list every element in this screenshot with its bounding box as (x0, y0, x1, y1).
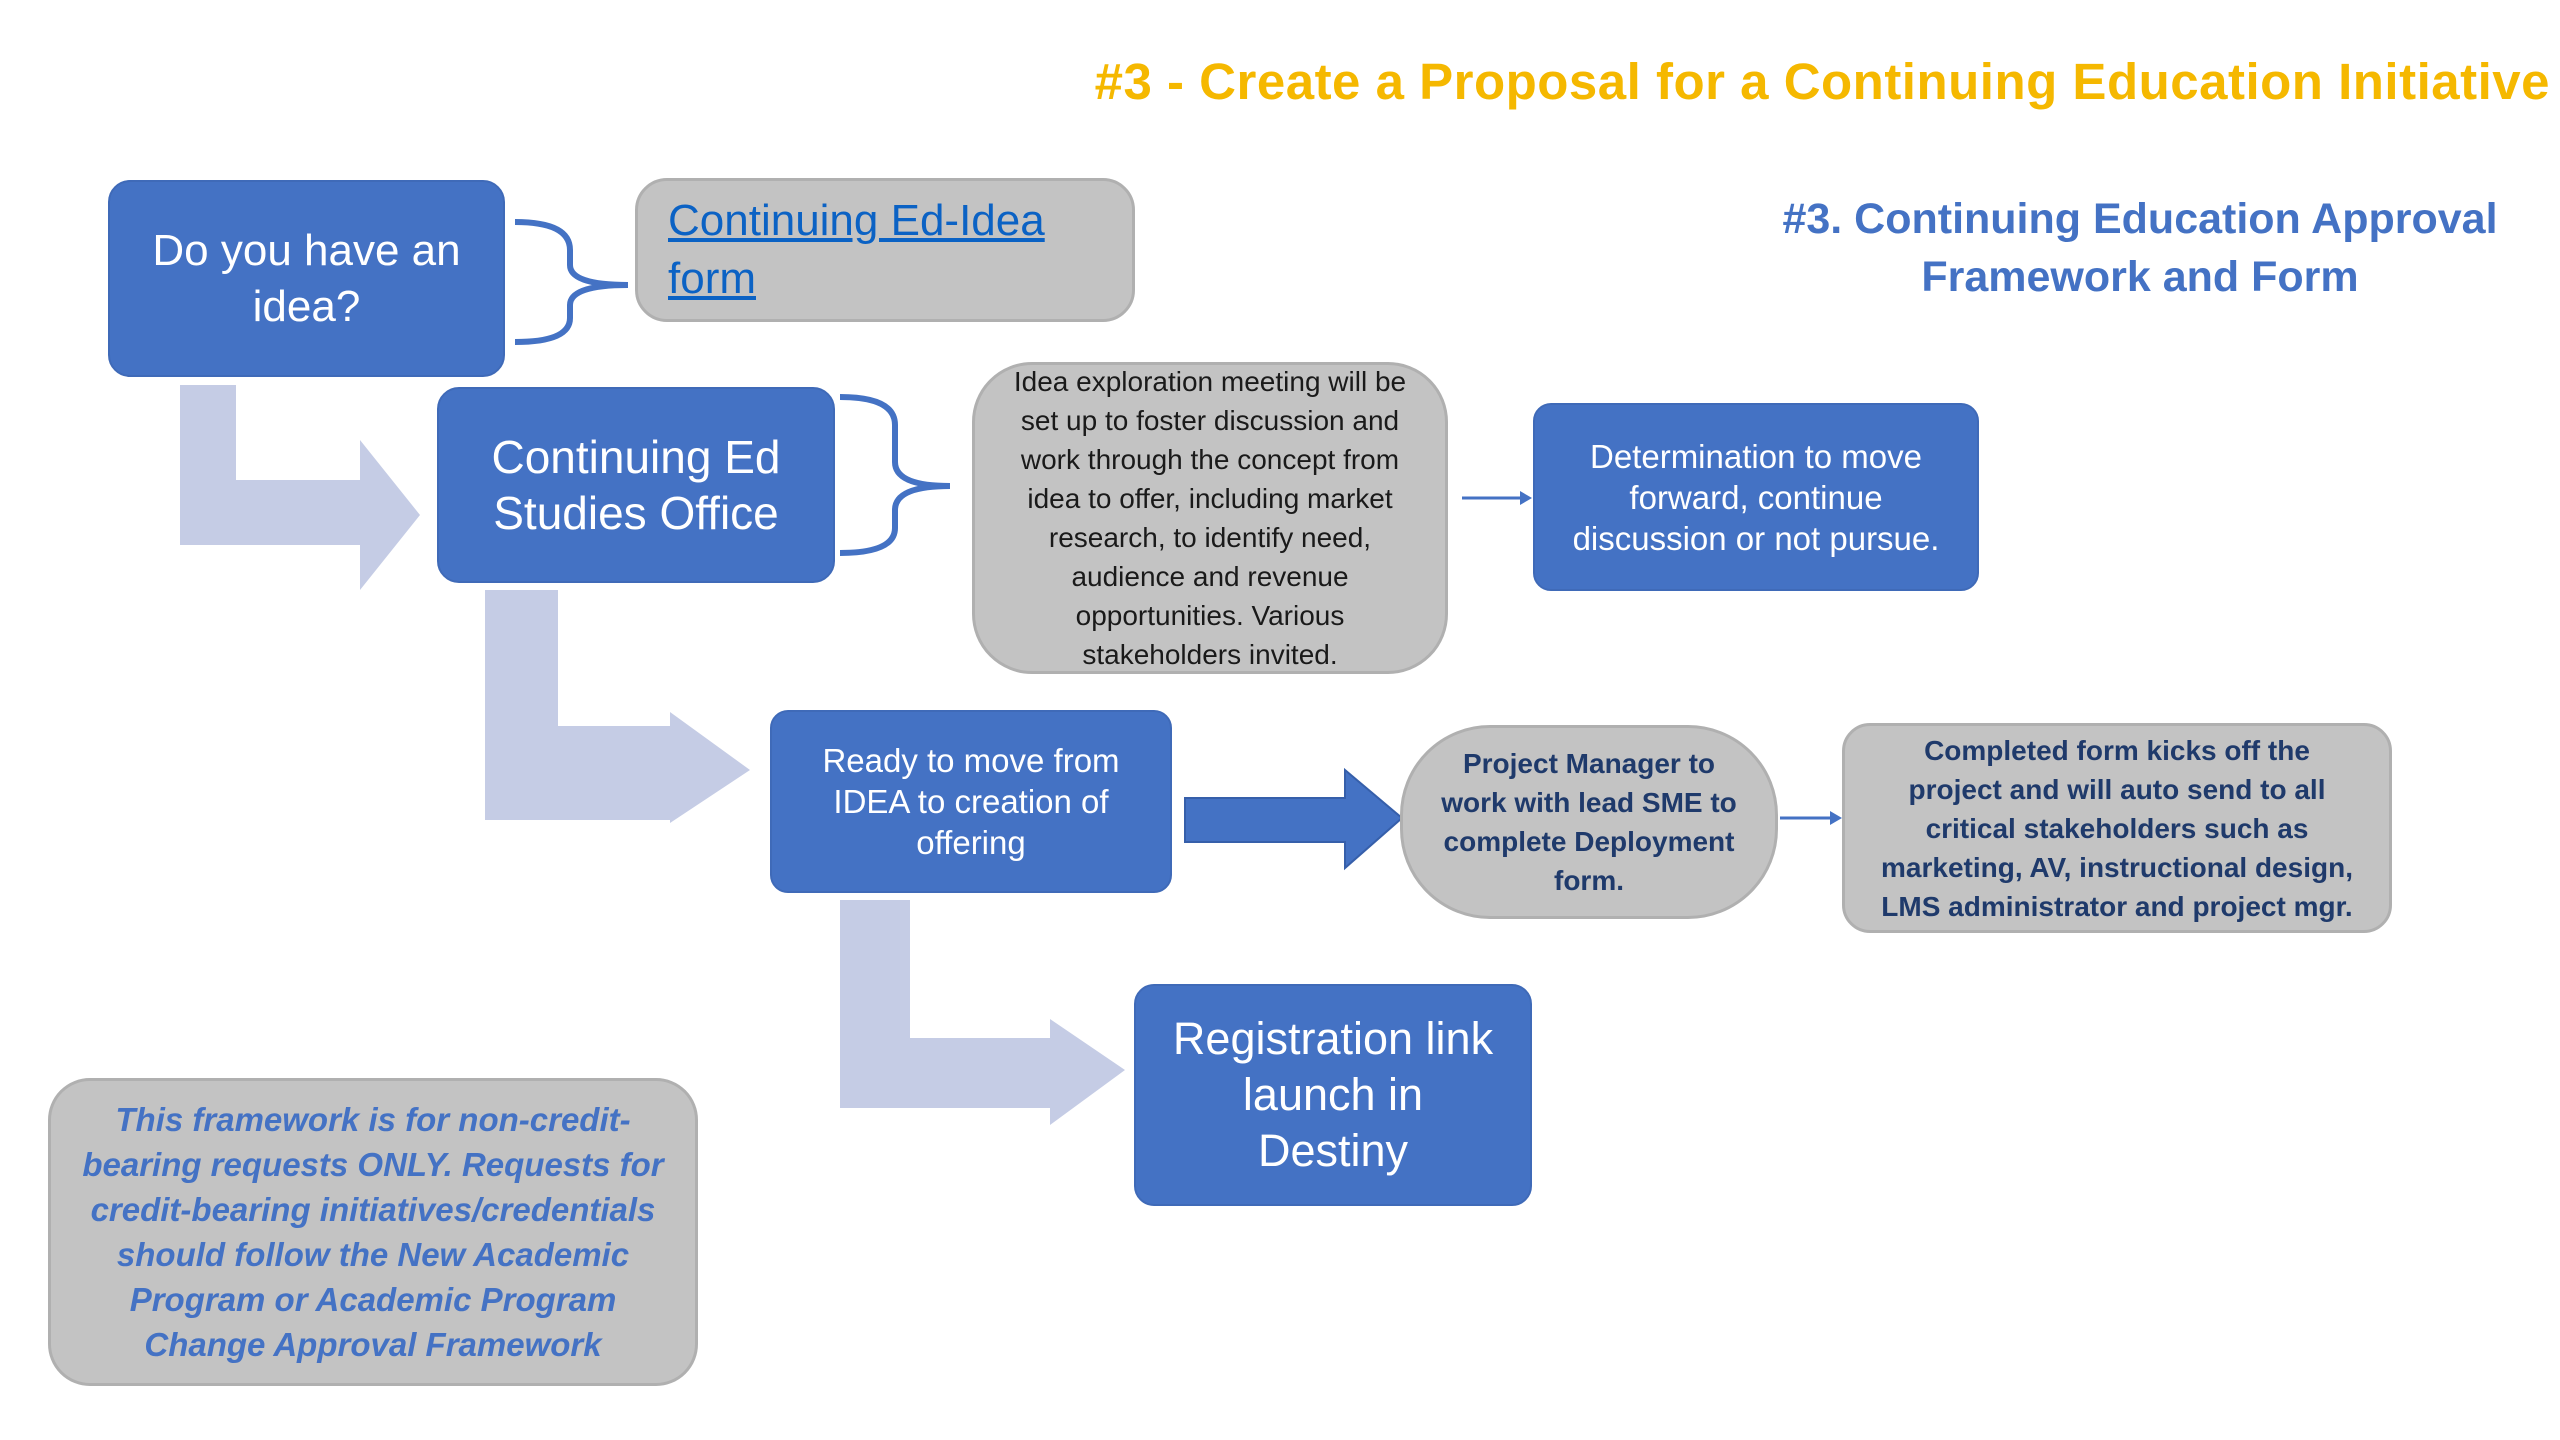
bent-arrow-ready-to-registration (840, 900, 1125, 1125)
arrow-ready-to-project-manager (1184, 767, 1404, 871)
registration-box: Registration link launch in Destiny (1134, 984, 1532, 1206)
note-text: This framework is for non-credit-bearing… (82, 1101, 664, 1363)
brace-office (839, 394, 951, 556)
ready-text: Ready to move from IDEA to creation of o… (822, 742, 1120, 861)
arrowhead-small-2 (1830, 811, 1842, 825)
note-box: This framework is for non-credit-bearing… (48, 1078, 698, 1386)
page-title: #3 - Create a Proposal for a Continuing … (1094, 53, 2550, 110)
project-manager-box: Project Manager to work with lead SME to… (1400, 725, 1778, 919)
bent-arrow-office-to-ready (485, 590, 750, 823)
determination-text: Determination to move forward, continue … (1572, 437, 1940, 557)
studies-office-label: Continuing Ed Studies Office (491, 431, 781, 539)
idea-label: Do you have an idea? (152, 225, 461, 331)
completed-form-box: Completed form kicks off the project and… (1842, 723, 2392, 933)
exploration-box: Idea exploration meeting will be set up … (972, 362, 1448, 674)
registration-text: Registration link launch in Destiny (1172, 1013, 1494, 1176)
idea-box: Do you have an idea? (108, 180, 505, 377)
idea-form-link[interactable]: Continuing Ed-Idea form (668, 196, 1045, 303)
ready-box: Ready to move from IDEA to creation of o… (770, 710, 1172, 893)
page-subtitle: #3. Continuing Education Approval Framew… (1782, 195, 2498, 301)
bent-arrow-idea-to-office (180, 385, 420, 590)
studies-office-box: Continuing Ed Studies Office (437, 387, 835, 583)
exploration-text: Idea exploration meeting will be set up … (1013, 366, 1407, 670)
project-manager-text: Project Manager to work with lead SME to… (1441, 748, 1737, 896)
brace-idea (514, 219, 629, 345)
determination-box: Determination to move forward, continue … (1533, 403, 1979, 591)
idea-form-box: Continuing Ed-Idea form (635, 178, 1135, 322)
arrowhead-small-1 (1520, 491, 1532, 505)
completed-form-text: Completed form kicks off the project and… (1881, 734, 2353, 922)
